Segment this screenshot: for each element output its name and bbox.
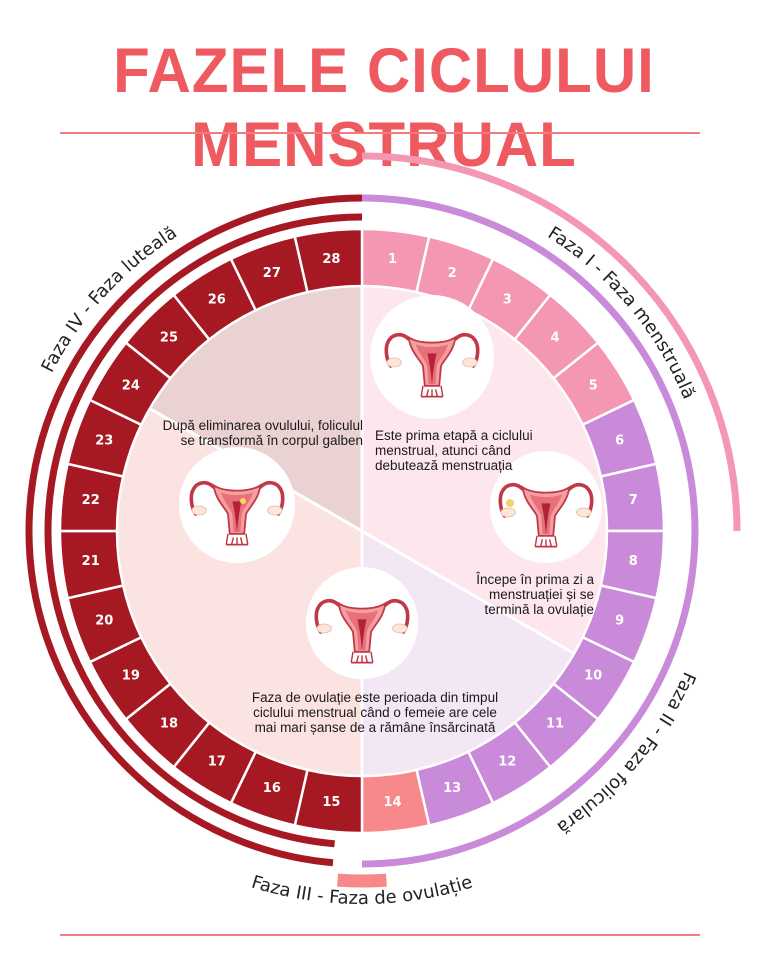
day-number: 16 xyxy=(263,781,281,796)
phase-3-description: Faza de ovulație este perioada din timpu… xyxy=(251,690,499,735)
day-number: 9 xyxy=(615,614,624,629)
bottom-divider xyxy=(60,934,700,936)
phase-1-description: Este prima etapă a ciclului menstrual, a… xyxy=(375,428,533,473)
sector-ovulation xyxy=(117,408,363,776)
day-number: 25 xyxy=(160,330,178,345)
uterus-icon xyxy=(490,451,602,563)
uterus-icon xyxy=(306,567,418,679)
day-number: 14 xyxy=(384,795,402,810)
day-number: 5 xyxy=(589,378,598,393)
phase-sectors xyxy=(117,286,607,776)
phase-4-description: După eliminarea ovulului, foliculul se t… xyxy=(162,418,363,448)
uterus-icon xyxy=(179,447,295,563)
day-number: 26 xyxy=(208,292,226,307)
day-number: 6 xyxy=(615,433,624,448)
day-number: 28 xyxy=(322,252,340,267)
phase-2-description: Începe în prima zi a menstruației și se … xyxy=(476,572,594,617)
arc-ovulation xyxy=(337,873,387,888)
phase-arcs xyxy=(25,152,741,888)
day-ring: 1234567891011121314151617181920212223242… xyxy=(58,227,666,835)
arc-menstrual xyxy=(361,152,741,532)
day-number: 15 xyxy=(322,795,340,810)
day-number: 8 xyxy=(629,554,638,569)
day-number: 19 xyxy=(122,669,140,684)
day-number: 18 xyxy=(160,717,178,732)
day-segment xyxy=(293,227,364,294)
day-number: 4 xyxy=(551,330,560,345)
sector-luteal xyxy=(149,286,362,531)
day-number: 13 xyxy=(443,781,461,796)
day-number: 12 xyxy=(498,755,516,770)
sector-follicular xyxy=(362,531,575,776)
day-number: 22 xyxy=(82,493,100,508)
sector-divider xyxy=(361,529,575,655)
day-number: 23 xyxy=(95,433,113,448)
title-divider xyxy=(60,132,700,134)
day-number: 1 xyxy=(388,252,397,267)
day-number: 21 xyxy=(82,554,100,569)
day-number: 11 xyxy=(546,717,564,732)
arc-luteal-inner xyxy=(44,213,363,848)
day-number: 7 xyxy=(629,493,638,508)
day-number: 20 xyxy=(95,614,113,629)
day-number: 24 xyxy=(122,378,140,393)
arc-follicular xyxy=(361,194,699,868)
day-number: 2 xyxy=(448,266,457,281)
day-number: 17 xyxy=(208,755,226,770)
day-number: 27 xyxy=(263,266,281,281)
day-number: 3 xyxy=(503,292,512,307)
page-title: FAZELE CICLULUI MENSTRUAL xyxy=(113,35,655,180)
day-number: 10 xyxy=(584,669,602,684)
uterus-icon xyxy=(370,295,494,419)
arc-luteal xyxy=(25,194,363,867)
